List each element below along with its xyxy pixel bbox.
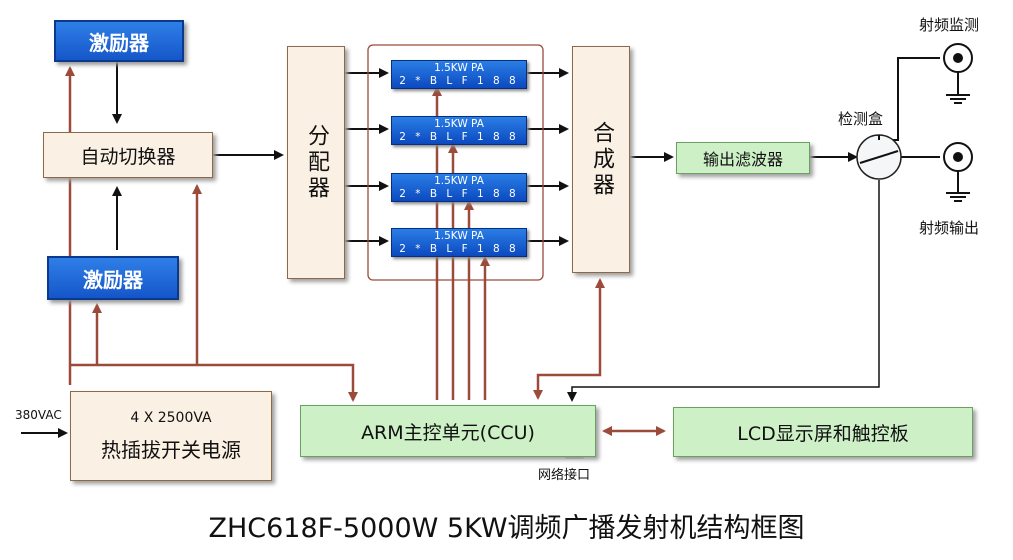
exciter-top: 激励器 (54, 20, 184, 62)
rf-monitor-connector-icon (943, 43, 973, 104)
pa-module: 1.5KW PA 2 * B L F 1 8 8 (391, 60, 527, 89)
combiner-label: 合成器 (589, 120, 614, 199)
power-supply-title: 热插拔开关电源 (101, 437, 241, 462)
pa-module: 1.5KW PA 2 * B L F 1 8 8 (391, 173, 527, 202)
pa-module-model: 1.5KW PA (434, 117, 484, 130)
detector-to-monitor-line (890, 57, 940, 141)
pa-module-tube: 2 * B L F 1 8 8 (399, 130, 519, 143)
pa-module-model: 1.5KW PA (434, 61, 484, 74)
exciter-bottom: 激励器 (47, 256, 179, 300)
rf-output-label: 射频输出 (919, 219, 980, 237)
rf-monitor-label: 射频监测 (919, 16, 980, 34)
power-supply: 4 X 2500VA 热插拔开关电源 (70, 391, 272, 481)
detector-circle (856, 134, 902, 180)
lcd-touch-panel: LCD显示屏和触控板 (673, 407, 973, 457)
diagram-caption: ZHC618F-5000W 5KW调频广播发射机结构框图 (208, 513, 805, 544)
network-port-label: 网络接口 (538, 468, 591, 483)
pa-group-frame (367, 44, 544, 281)
pa-module-tube: 2 * B L F 1 8 8 (399, 187, 519, 200)
rf-output-connector-icon (943, 142, 973, 202)
ccu-main-control: ARM主控单元(CCU) (300, 405, 596, 457)
pa-module: 1.5KW PA 2 * B L F 1 8 8 (391, 116, 527, 145)
pa-module-tube: 2 * B L F 1 8 8 (399, 242, 519, 255)
splitter-label: 分配器 (304, 123, 329, 202)
output-filter: 输出滤波器 (676, 142, 810, 174)
splitter: 分配器 (287, 46, 345, 279)
bus-to-ccu-line (70, 363, 358, 402)
pa-module: 1.5KW PA 2 * B L F 1 8 8 (391, 228, 527, 257)
pa-module-model: 1.5KW PA (434, 229, 484, 242)
auto-switcher: 自动切换器 (43, 132, 213, 178)
ccu-combiner-line (533, 278, 605, 400)
pa-module-tube: 2 * B L F 1 8 8 (399, 74, 519, 87)
pa-module-model: 1.5KW PA (434, 174, 484, 187)
power-supply-rating: 4 X 2500VA (130, 409, 212, 426)
combiner: 合成器 (572, 46, 630, 273)
detector-label: 检测盒 (838, 110, 884, 128)
ac-input-label: 380VAC (15, 408, 62, 422)
